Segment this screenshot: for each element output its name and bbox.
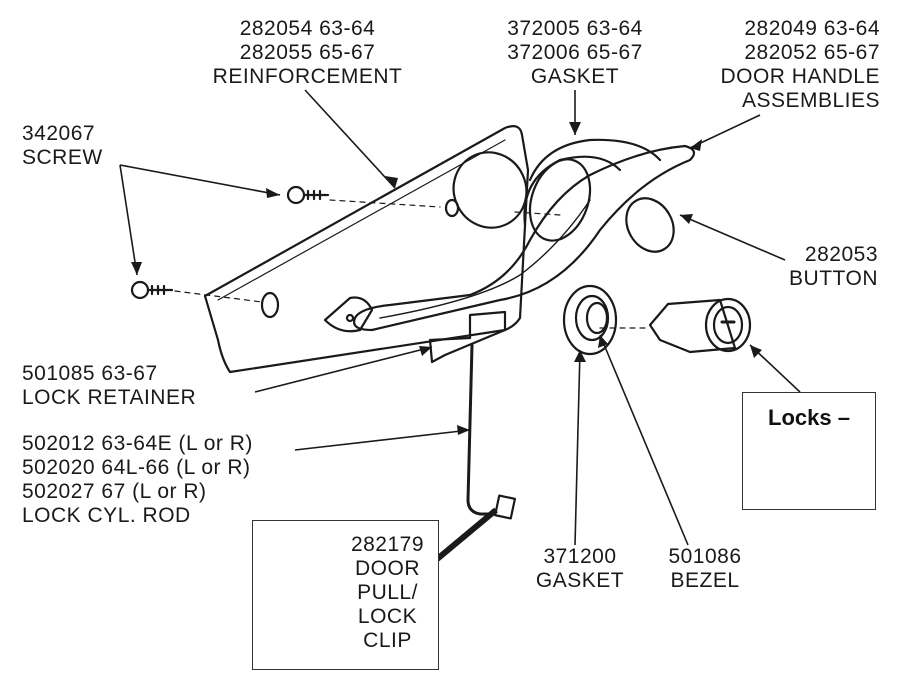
door-handle [353, 144, 696, 332]
clip-label: 282179 DOOR PULL/ LOCK CLIP [350, 533, 425, 652]
reinforcement-label: 282054 63-64 282055 65-67 REINFORCEMENT [212, 17, 403, 88]
screw-label: 342067 SCREW [22, 122, 103, 169]
bezel-label: 501086 BEZEL [668, 545, 742, 592]
door-handle-label: 282049 63-64 282052 65-67 DOOR HANDLE AS… [720, 17, 880, 112]
locks-box-label: Locks – [768, 405, 850, 430]
screw-upper [286, 185, 330, 205]
button-part [625, 197, 675, 253]
lock-cylinder-rod [466, 343, 494, 516]
gasket-bottom-label: 371200 GASKET [535, 545, 625, 592]
gasket-oval [452, 151, 528, 229]
button-label: 282053 BUTTON [789, 243, 878, 290]
locks-box [742, 392, 876, 510]
lock-retainer [428, 310, 507, 364]
screw-lower [130, 280, 174, 300]
reinforcement-plate [203, 125, 530, 374]
plate-hole-icon [260, 291, 280, 319]
lock-rod-label: 502012 63-64E (L or R) 502020 64L-66 (L … [22, 432, 253, 527]
lock-cylinder [648, 298, 737, 354]
lock-retainer-label: 501085 63-67 LOCK RETAINER [22, 362, 197, 409]
clip-box [252, 520, 439, 670]
gasket-top-label: 372005 63-64 372006 65-67 GASKET [507, 17, 643, 88]
bezel-ring [562, 284, 618, 356]
